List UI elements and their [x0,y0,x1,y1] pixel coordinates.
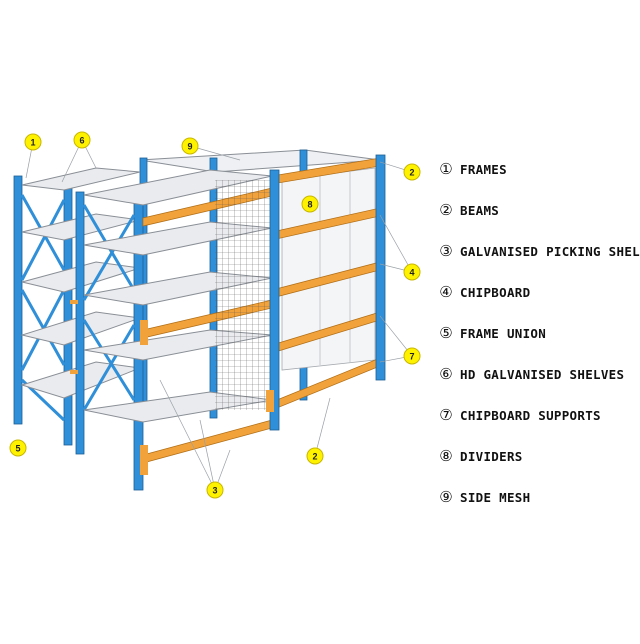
legend-number: ⑧ [436,447,456,465]
callout-picking-shelves: 3 [207,482,224,499]
legend-number: ⑥ [436,365,456,383]
legend-label: DIVIDERS [460,449,523,464]
callout-chipboard-supports: 7 [404,348,421,365]
legend-number: ⑦ [436,406,456,424]
callout-chipboard: 4 [404,264,421,281]
legend-item-galvanised-picking-shelves: ③ GALVANISED PICKING SHELVES [436,242,640,260]
callout-dividers: 8 [302,196,319,213]
legend-number: ⑨ [436,488,456,506]
legend-label: GALVANISED PICKING SHELVES [460,244,640,259]
legend-number: ④ [436,283,456,301]
legend-item-chipboard-supports: ⑦ CHIPBOARD SUPPORTS [436,406,601,424]
callout-beams-bottom: 2 [307,448,324,465]
legend-number: ② [436,201,456,219]
callout-frames: 1 [25,134,42,151]
legend-label: CHIPBOARD SUPPORTS [460,408,601,423]
legend-item-frame-union: ⑤ FRAME UNION [436,324,546,342]
legend-label: FRAME UNION [460,326,546,341]
legend-label: FRAMES [460,162,507,177]
callout-hd-shelves: 6 [74,132,91,149]
legend-item-hd-galvanised-shelves: ⑥ HD GALVANISED SHELVES [436,365,624,383]
legend-label: HD GALVANISED SHELVES [460,367,624,382]
callout-frame-union: 5 [10,440,27,457]
legend-item-chipboard: ④ CHIPBOARD [436,283,530,301]
legend-number: ③ [436,242,456,260]
legend-label: BEAMS [460,203,499,218]
legend-number: ① [436,160,456,178]
legend-item-frames: ① FRAMES [436,160,507,178]
legend-item-beams: ② BEAMS [436,201,499,219]
legend-number: ⑤ [436,324,456,342]
legend-label: SIDE MESH [460,490,530,505]
callout-side-mesh: 9 [182,138,199,155]
legend-label: CHIPBOARD [460,285,530,300]
legend-item-dividers: ⑧ DIVIDERS [436,447,523,465]
legend-item-side-mesh: ⑨ SIDE MESH [436,488,530,506]
callout-beams-top: 2 [404,164,421,181]
